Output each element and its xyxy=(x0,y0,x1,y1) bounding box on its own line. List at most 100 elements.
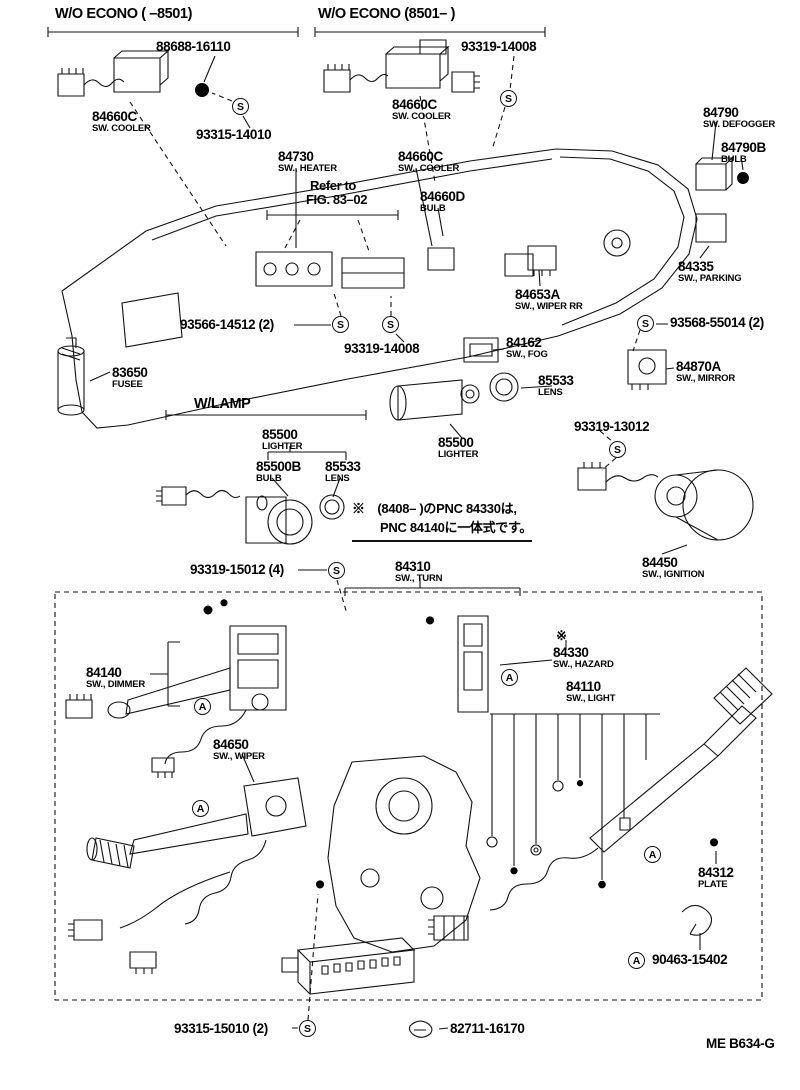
grommet-clamp xyxy=(681,904,713,936)
circled-a-marker: A xyxy=(192,800,209,817)
dimmer-cable xyxy=(164,709,247,765)
dimmer-stalk xyxy=(125,667,231,715)
turn-switch-body xyxy=(327,755,481,953)
flasher-relay xyxy=(296,937,416,995)
circled-s-marker: S xyxy=(328,562,345,579)
circled-a-marker: A xyxy=(194,698,211,715)
radio-slot xyxy=(341,257,405,289)
circled-s-marker: S xyxy=(609,441,626,458)
circled-a-marker: A xyxy=(628,952,645,969)
part-label-93319-13012: 93319-13012 xyxy=(574,419,650,434)
pnc-note: ※ (8408– )のPNC 84330は, PNC 84140に一体式です。 xyxy=(352,498,532,542)
dimmer-connector-b xyxy=(151,757,175,778)
screw xyxy=(220,599,228,616)
bracket-refer-fig xyxy=(266,210,399,220)
light-stalk-grip xyxy=(713,667,773,725)
bracket-wo-econo-late xyxy=(314,27,546,37)
part-label-93319-14008-top: 93319-14008 xyxy=(461,39,537,54)
refer-note-line1: Refer to xyxy=(310,178,356,193)
heater-control-panel xyxy=(255,251,333,287)
part-label-93315-14010: 93315-14010 xyxy=(196,127,272,142)
part-label-93319-15012: 93319-15012 (4) xyxy=(190,562,284,577)
rear-wiper-switch xyxy=(527,245,557,276)
bracket-wo-econo-early xyxy=(47,27,299,37)
dashed-group-box xyxy=(54,591,763,1001)
steering-column-hole xyxy=(603,229,631,257)
light-cable xyxy=(489,847,599,911)
circled-a-marker: A xyxy=(644,846,661,863)
dash-vent xyxy=(121,292,183,348)
wiper-stalk xyxy=(129,813,249,855)
screw xyxy=(315,880,325,899)
dimmer-knob xyxy=(107,701,131,719)
circled-s-marker: S xyxy=(232,98,249,115)
part-label-93319-14008-mid: 93319-14008 xyxy=(344,341,420,356)
dashboard-outline xyxy=(61,148,698,429)
dimmer-connector-a xyxy=(65,694,93,719)
wiper-switch-body xyxy=(243,777,307,837)
circled-s-marker: S xyxy=(299,1020,316,1037)
part-label-93566-14512: 93566-14512 (2) xyxy=(180,317,274,332)
part-label-88688-16110: 88688-16110 xyxy=(156,39,231,54)
ignition-wire xyxy=(605,474,659,483)
fuse-body xyxy=(57,337,85,410)
fog-switch xyxy=(463,337,499,363)
lighter-holder xyxy=(245,496,287,544)
drawing-code: ME B634-G xyxy=(706,1036,775,1051)
clip-82711 xyxy=(408,1020,433,1038)
ignition-cylinder xyxy=(654,474,698,518)
lighter-bulb xyxy=(256,495,268,511)
lighter-wire xyxy=(185,489,241,499)
heading-wo-econo-early: W/O ECONO ( –8501) xyxy=(55,6,193,22)
bracket-84140 xyxy=(150,641,180,707)
heading-w-lamp: W/LAMP xyxy=(194,396,251,412)
part-label-82711-16170: 82711-16170 xyxy=(450,1021,525,1036)
refer-note-line2: FIG. 83–02 xyxy=(306,192,368,207)
connector-mid xyxy=(323,64,351,93)
circled-s-marker: S xyxy=(332,316,349,333)
ignition-connector xyxy=(577,462,607,491)
cooler-switch-body-left xyxy=(113,49,170,93)
pnc-note-line2: PNC 84140に一体式です。 xyxy=(380,520,533,535)
lighter-lens xyxy=(319,494,345,520)
part-label-93315-15010: 93315-15010 (2) xyxy=(174,1021,268,1036)
bulb-88688 xyxy=(195,83,209,104)
lighter-socket xyxy=(267,499,313,545)
pnc-note-line1: ※ (8408– )のPNC 84330は, xyxy=(352,501,517,516)
wire-mid xyxy=(349,73,389,83)
screw xyxy=(203,605,213,626)
bracket-lighter-sub xyxy=(267,446,347,460)
leader-lines xyxy=(89,55,744,1030)
wire-left xyxy=(83,78,125,88)
light-stalk xyxy=(589,705,757,853)
dashboard-inner-line-left xyxy=(151,158,553,241)
dimmer-body xyxy=(229,625,287,711)
wiper-cable-b xyxy=(119,871,231,929)
wiper-connector-b xyxy=(129,951,157,974)
circled-s-marker: S xyxy=(382,316,399,333)
part-label-93568-55014: 93568-55014 (2) xyxy=(670,315,764,330)
reference-mark: ※ xyxy=(556,628,567,643)
cooler-switch-hole xyxy=(427,247,455,271)
light-connector xyxy=(428,915,469,941)
